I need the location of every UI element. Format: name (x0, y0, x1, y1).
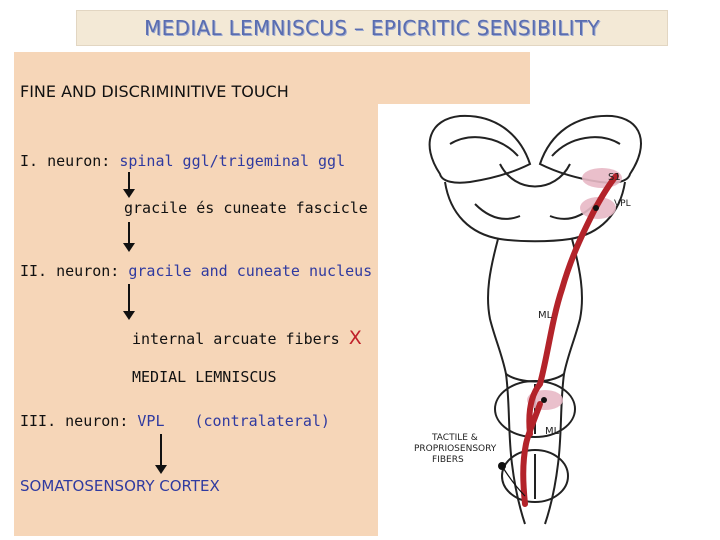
spinal-cord-section (501, 449, 569, 503)
arrow-4 (154, 434, 168, 474)
neuron-3-line: III. neuron: VPL (contralateral) (20, 412, 330, 430)
thalamus-outline (444, 181, 626, 243)
vpl-neuron (593, 205, 599, 211)
brainstem-diagram: S1 VPL ML ML TACTILE & PROPRIOSENSORY FI… (414, 114, 642, 525)
slide-title: MEDIAL LEMNISCUS – EPICRITIC SENSIBILITY (144, 16, 600, 40)
neuron-3-value: VPL (137, 412, 165, 430)
label-fibers-3: FIBERS (432, 455, 464, 465)
step-3: MEDIAL LEMNISCUS (132, 368, 277, 386)
label-ml-lower: ML (545, 426, 560, 437)
neuron-1-label: I. neuron: (20, 152, 120, 170)
step-1: gracile és cuneate fascicle (124, 199, 368, 217)
decussation-mark: X (348, 327, 362, 349)
label-s1: S1 (608, 172, 621, 183)
heading: FINE AND DISCRIMINITIVE TOUCH (20, 82, 289, 101)
text-panel (14, 104, 378, 536)
final-target: SOMATOSENSORY CORTEX (20, 477, 220, 495)
neuron-1-line: I. neuron: spinal ggl/trigeminal ggl (20, 152, 345, 170)
arrow-1 (122, 172, 136, 198)
medulla-section (494, 380, 576, 438)
step-2-line: internal arcuate fibers X (132, 327, 362, 349)
label-ml-upper: ML (538, 310, 553, 321)
label-vpl: VPL (614, 199, 631, 209)
step-2-text: internal arcuate fibers (132, 330, 349, 348)
neuron-2-value: gracile and cuneate nucleus (128, 262, 373, 280)
arrow-2 (122, 222, 136, 252)
label-fibers-2: PROPRIOSENSORY (414, 444, 497, 454)
brainstem-left-edge (487, 238, 526, 525)
text-panel-top (14, 52, 530, 104)
neuron-3-note: (contralateral) (194, 412, 330, 430)
neuron-3-label: III. neuron: (20, 412, 138, 430)
gracile-neuron (541, 397, 547, 403)
dorsal-column-tract (520, 401, 543, 507)
medial-lemniscus-tract (526, 206, 598, 437)
neuron-2-label: II. neuron: (20, 262, 129, 280)
label-fibers-1: TACTILE & (431, 433, 478, 443)
arrow-3 (122, 284, 136, 320)
left-hemisphere (428, 114, 532, 184)
neuron-2-line: II. neuron: gracile and cuneate nucleus (20, 262, 372, 280)
neuron-1-value: spinal ggl/trigeminal ggl (119, 152, 346, 170)
slide-title-box: MEDIAL LEMNISCUS – EPICRITIC SENSIBILITY (76, 10, 668, 46)
